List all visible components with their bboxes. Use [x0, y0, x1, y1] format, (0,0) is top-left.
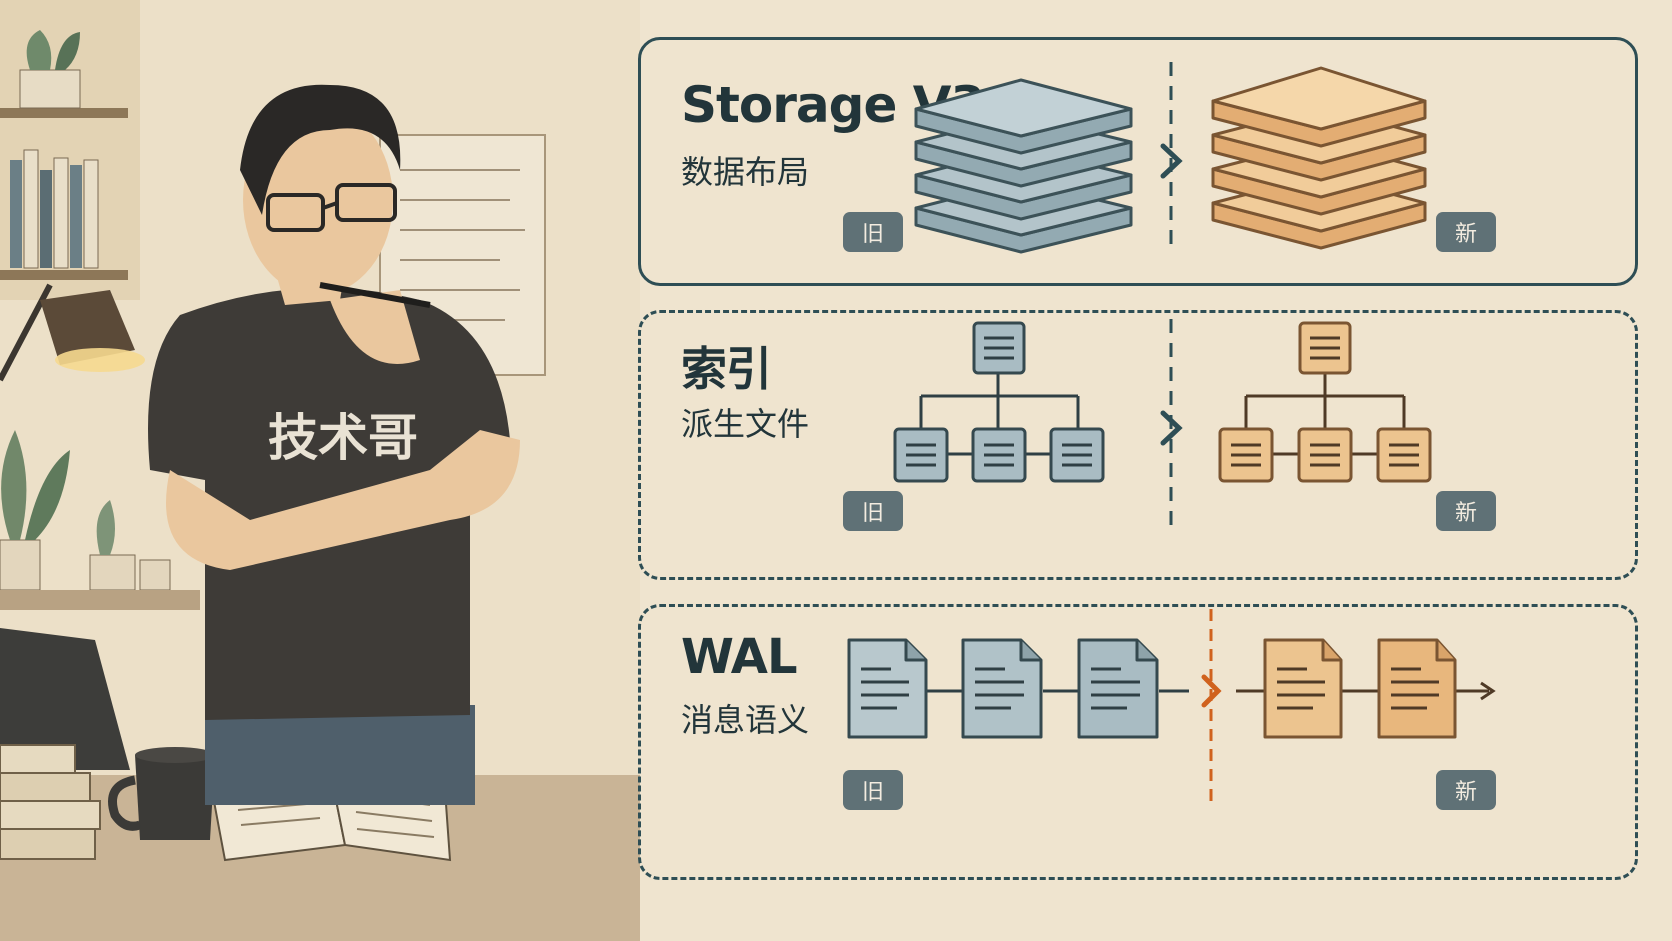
panel-subtitle: 派生文件 — [681, 405, 810, 443]
index-tree-diagram — [893, 319, 1432, 528]
old-badge: 旧 — [843, 212, 903, 252]
old-badge: 旧 — [843, 770, 903, 810]
document-icon-old — [847, 638, 1159, 739]
plants — [0, 430, 171, 591]
new-badge: 新 — [1436, 770, 1496, 810]
wal-sequence-diagram — [847, 607, 1496, 807]
document-icon-new — [1263, 638, 1457, 739]
panel-subtitle: 数据布局 — [681, 153, 810, 191]
layer-stack-icon-old — [914, 78, 1133, 254]
book-stack — [0, 744, 101, 860]
storage-layout-diagram — [914, 62, 1427, 254]
shirt-text: 技术哥 — [268, 409, 418, 467]
index-tree-icon-old — [893, 321, 1105, 483]
old-badge: 旧 — [843, 491, 903, 531]
desk-lamp — [0, 283, 145, 382]
panel-storage-v3: Storage V3 数据布局 旧 新 — [638, 37, 1638, 286]
chevron-right-icon — [1160, 410, 1183, 446]
index-tree-icon-new — [1218, 321, 1432, 483]
panel-title: 索引 — [681, 342, 772, 396]
panel-index: 索引 派生文件 — [638, 310, 1638, 580]
panel-subtitle: 消息语义 — [681, 701, 810, 739]
panel-wal: WAL 消息语义 — [638, 604, 1638, 880]
layer-stack-icon-new — [1211, 66, 1427, 250]
new-badge: 新 — [1436, 212, 1496, 252]
new-badge: 新 — [1436, 491, 1496, 531]
person — [148, 84, 520, 805]
chevron-right-icon — [1160, 143, 1183, 179]
illustration-scene: 技术哥 — [0, 0, 640, 941]
bookshelf — [0, 0, 140, 300]
chevron-right-icon — [1201, 674, 1222, 708]
panel-title: WAL — [681, 629, 798, 685]
coffee-mug — [108, 747, 215, 840]
